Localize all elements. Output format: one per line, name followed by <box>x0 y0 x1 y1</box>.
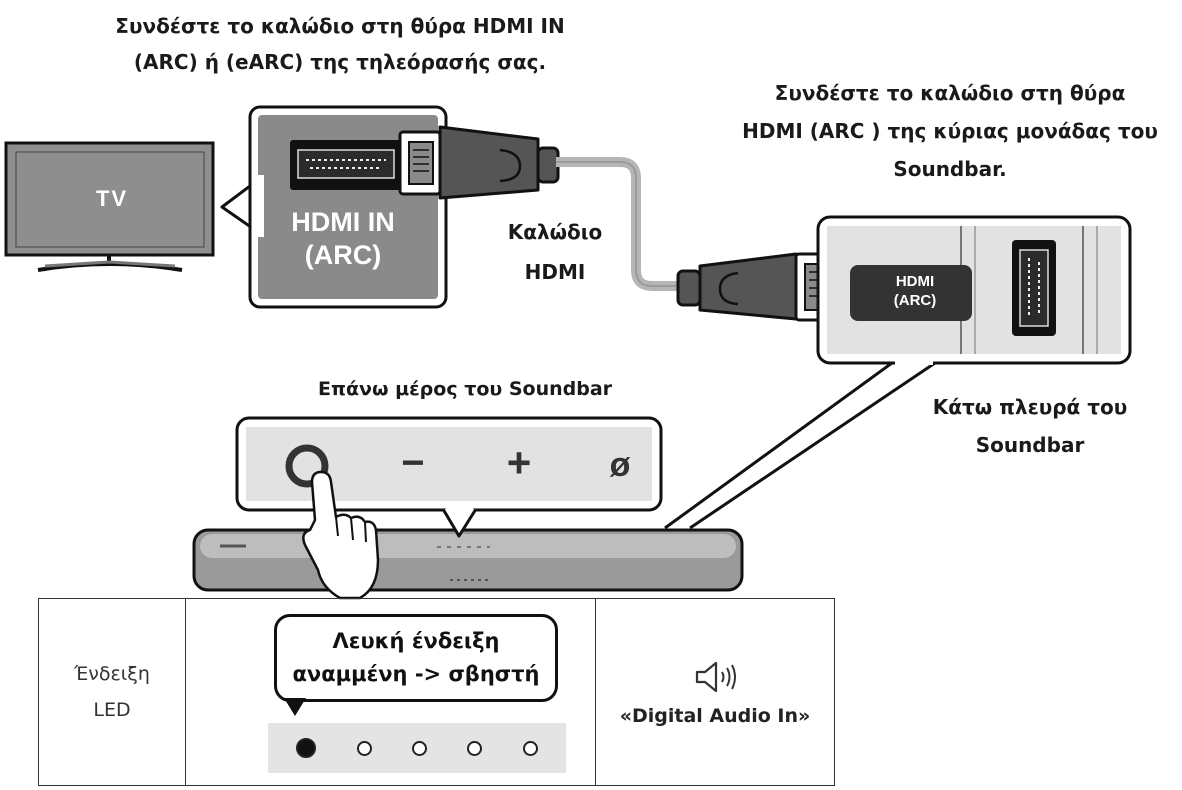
plus-button-icon: + <box>506 439 532 486</box>
led-status-text: Λευκή ένδειξη αναμμένη -> σβηστή <box>292 629 540 686</box>
soundbar-icon <box>192 528 744 592</box>
minus-button-icon: − <box>401 441 425 485</box>
hdmi-arc-label: HDMI (ARC) <box>893 273 937 309</box>
led-2 <box>356 740 372 756</box>
hdmi-port-icon <box>290 140 403 190</box>
soundbar-hdmi-plug-icon <box>676 252 838 322</box>
led-status-bubble: Λευκή ένδειξη αναμμένη -> σβηστή <box>274 614 558 702</box>
top-of-soundbar-caption: Επάνω μέρος του Soundbar <box>317 378 613 400</box>
connection-diagram <box>4 105 1132 600</box>
mic-off-button-icon: ø <box>609 446 631 484</box>
power-button-icon <box>285 444 329 488</box>
bubble-tail <box>284 698 306 716</box>
tv-label: TV <box>95 186 129 211</box>
soundbar-port-caption: Συνδέστε το καλώδιο στη θύρα HDMI (ARC )… <box>742 81 1158 181</box>
led-1 <box>296 738 317 758</box>
hand-pointer-icon <box>302 470 380 600</box>
led-title: Ένδειξη LED <box>74 663 150 721</box>
led-status-table: Ένδειξη LED Λευκή ένδειξη αναμμένη -> σβ… <box>38 598 835 786</box>
hdmi-in-label: HDMI IN (ARC) <box>291 207 395 270</box>
led-title-cell: Ένδειξη LED <box>39 599 186 785</box>
led-strip <box>268 723 566 773</box>
led-indicator-cell: Λευκή ένδειξη αναμμένη -> σβηστή <box>186 599 596 785</box>
bottom-of-soundbar-caption: Κάτω πλευρά του Soundbar <box>932 395 1128 457</box>
led-mode-cell: «Digital Audio In» <box>596 599 834 785</box>
top-panel-callout <box>235 416 663 538</box>
tv-port-caption: Συνδέστε το καλώδιο στη θύρα HDMI IN (AR… <box>115 14 565 74</box>
tv-icon <box>4 141 215 272</box>
hdmi-plug-icon <box>398 125 560 200</box>
led-3 <box>411 740 427 756</box>
soundbar-bottom-callout <box>664 215 1132 530</box>
led-5 <box>522 740 538 756</box>
audio-mode-label: «Digital Audio In» <box>619 705 811 727</box>
led-4 <box>467 740 483 756</box>
speaker-icon <box>695 661 736 693</box>
hdmi-cable-caption: Καλώδιο HDMI <box>507 220 603 284</box>
